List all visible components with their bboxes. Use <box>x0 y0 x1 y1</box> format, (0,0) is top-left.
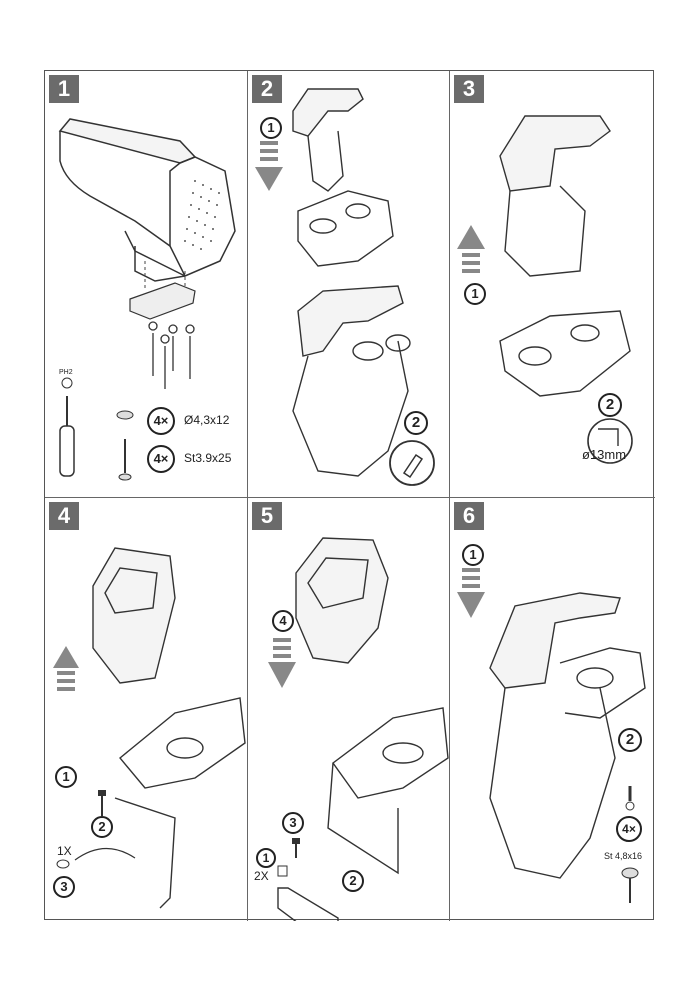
down-arrow-icon <box>268 638 296 688</box>
hole-spec: ø13mm <box>582 447 627 462</box>
down-arrow-icon <box>255 141 283 191</box>
screw-icon <box>292 838 300 858</box>
step-4-panel: 4 1 2 1X 3 <box>45 498 248 921</box>
detail-callout: 2 <box>598 393 622 417</box>
perforation-pattern <box>184 180 220 250</box>
step-1-panel: 1 <box>45 71 248 498</box>
armrest-illustration <box>53 547 246 909</box>
step-number: 1 <box>49 75 79 103</box>
step-6-panel: 6 1 2 4× St 4,8x16 <box>450 498 655 921</box>
instruction-sheet: 1 <box>44 70 655 921</box>
clip-qty: 2X <box>254 869 269 883</box>
armrest-illustration <box>457 115 633 464</box>
armrest-illustration <box>58 118 236 481</box>
step-number: 4 <box>49 502 79 530</box>
screw-spec: St 4,8x16 <box>604 851 643 861</box>
washer-icon <box>116 410 134 420</box>
armrest-illustration <box>268 537 449 921</box>
step-callout: 4 <box>272 610 294 632</box>
step-number: 2 <box>252 75 282 103</box>
washer-qty-badge: 4× <box>147 407 175 435</box>
clip-icon <box>277 865 288 877</box>
screw-callout: 3 <box>282 812 304 834</box>
step-callout: 1 <box>260 117 282 139</box>
armrest-illustration <box>255 88 435 486</box>
down-arrow-icon <box>457 568 485 618</box>
bracket-callout: 2 <box>342 870 364 892</box>
screw-callout: 2 <box>91 816 113 838</box>
step-number: 6 <box>454 502 484 530</box>
screw-icon <box>621 786 639 903</box>
cap-callout: 3 <box>53 876 75 898</box>
cap-qty: 1X <box>57 844 72 858</box>
tool-icon <box>389 440 435 486</box>
cap-icon <box>56 847 136 869</box>
step-number: 3 <box>454 75 484 103</box>
screw-spec: St3.9x25 <box>184 451 232 465</box>
driver-label: PH2 <box>59 369 73 376</box>
step-3-panel: 3 1 2 ø13mm <box>450 71 655 498</box>
step-callout: 1 <box>55 766 77 788</box>
step-number: 5 <box>252 502 282 530</box>
washer-spec: Ø4,3x12 <box>184 413 230 427</box>
screw-qty-badge: 4× <box>616 816 642 842</box>
armrest-illustration <box>457 568 646 903</box>
tool-callout: 2 <box>404 411 428 435</box>
screw-callout: 2 <box>618 728 642 752</box>
step-5-panel: 5 4 3 1 2X 2 <box>248 498 450 921</box>
screwdriver-icon <box>59 377 75 477</box>
step-callout: 1 <box>462 544 484 566</box>
step-2-panel: 2 1 2 <box>248 71 450 498</box>
screw-qty-badge: 4× <box>147 445 175 473</box>
clip-callout: 1 <box>256 848 276 868</box>
hole-detail-icon <box>587 418 633 464</box>
step-callout: 1 <box>464 283 486 305</box>
screw-icon <box>118 439 132 481</box>
screw-icon <box>98 790 106 816</box>
up-arrow-icon <box>457 225 485 273</box>
up-arrow-icon <box>53 646 79 691</box>
